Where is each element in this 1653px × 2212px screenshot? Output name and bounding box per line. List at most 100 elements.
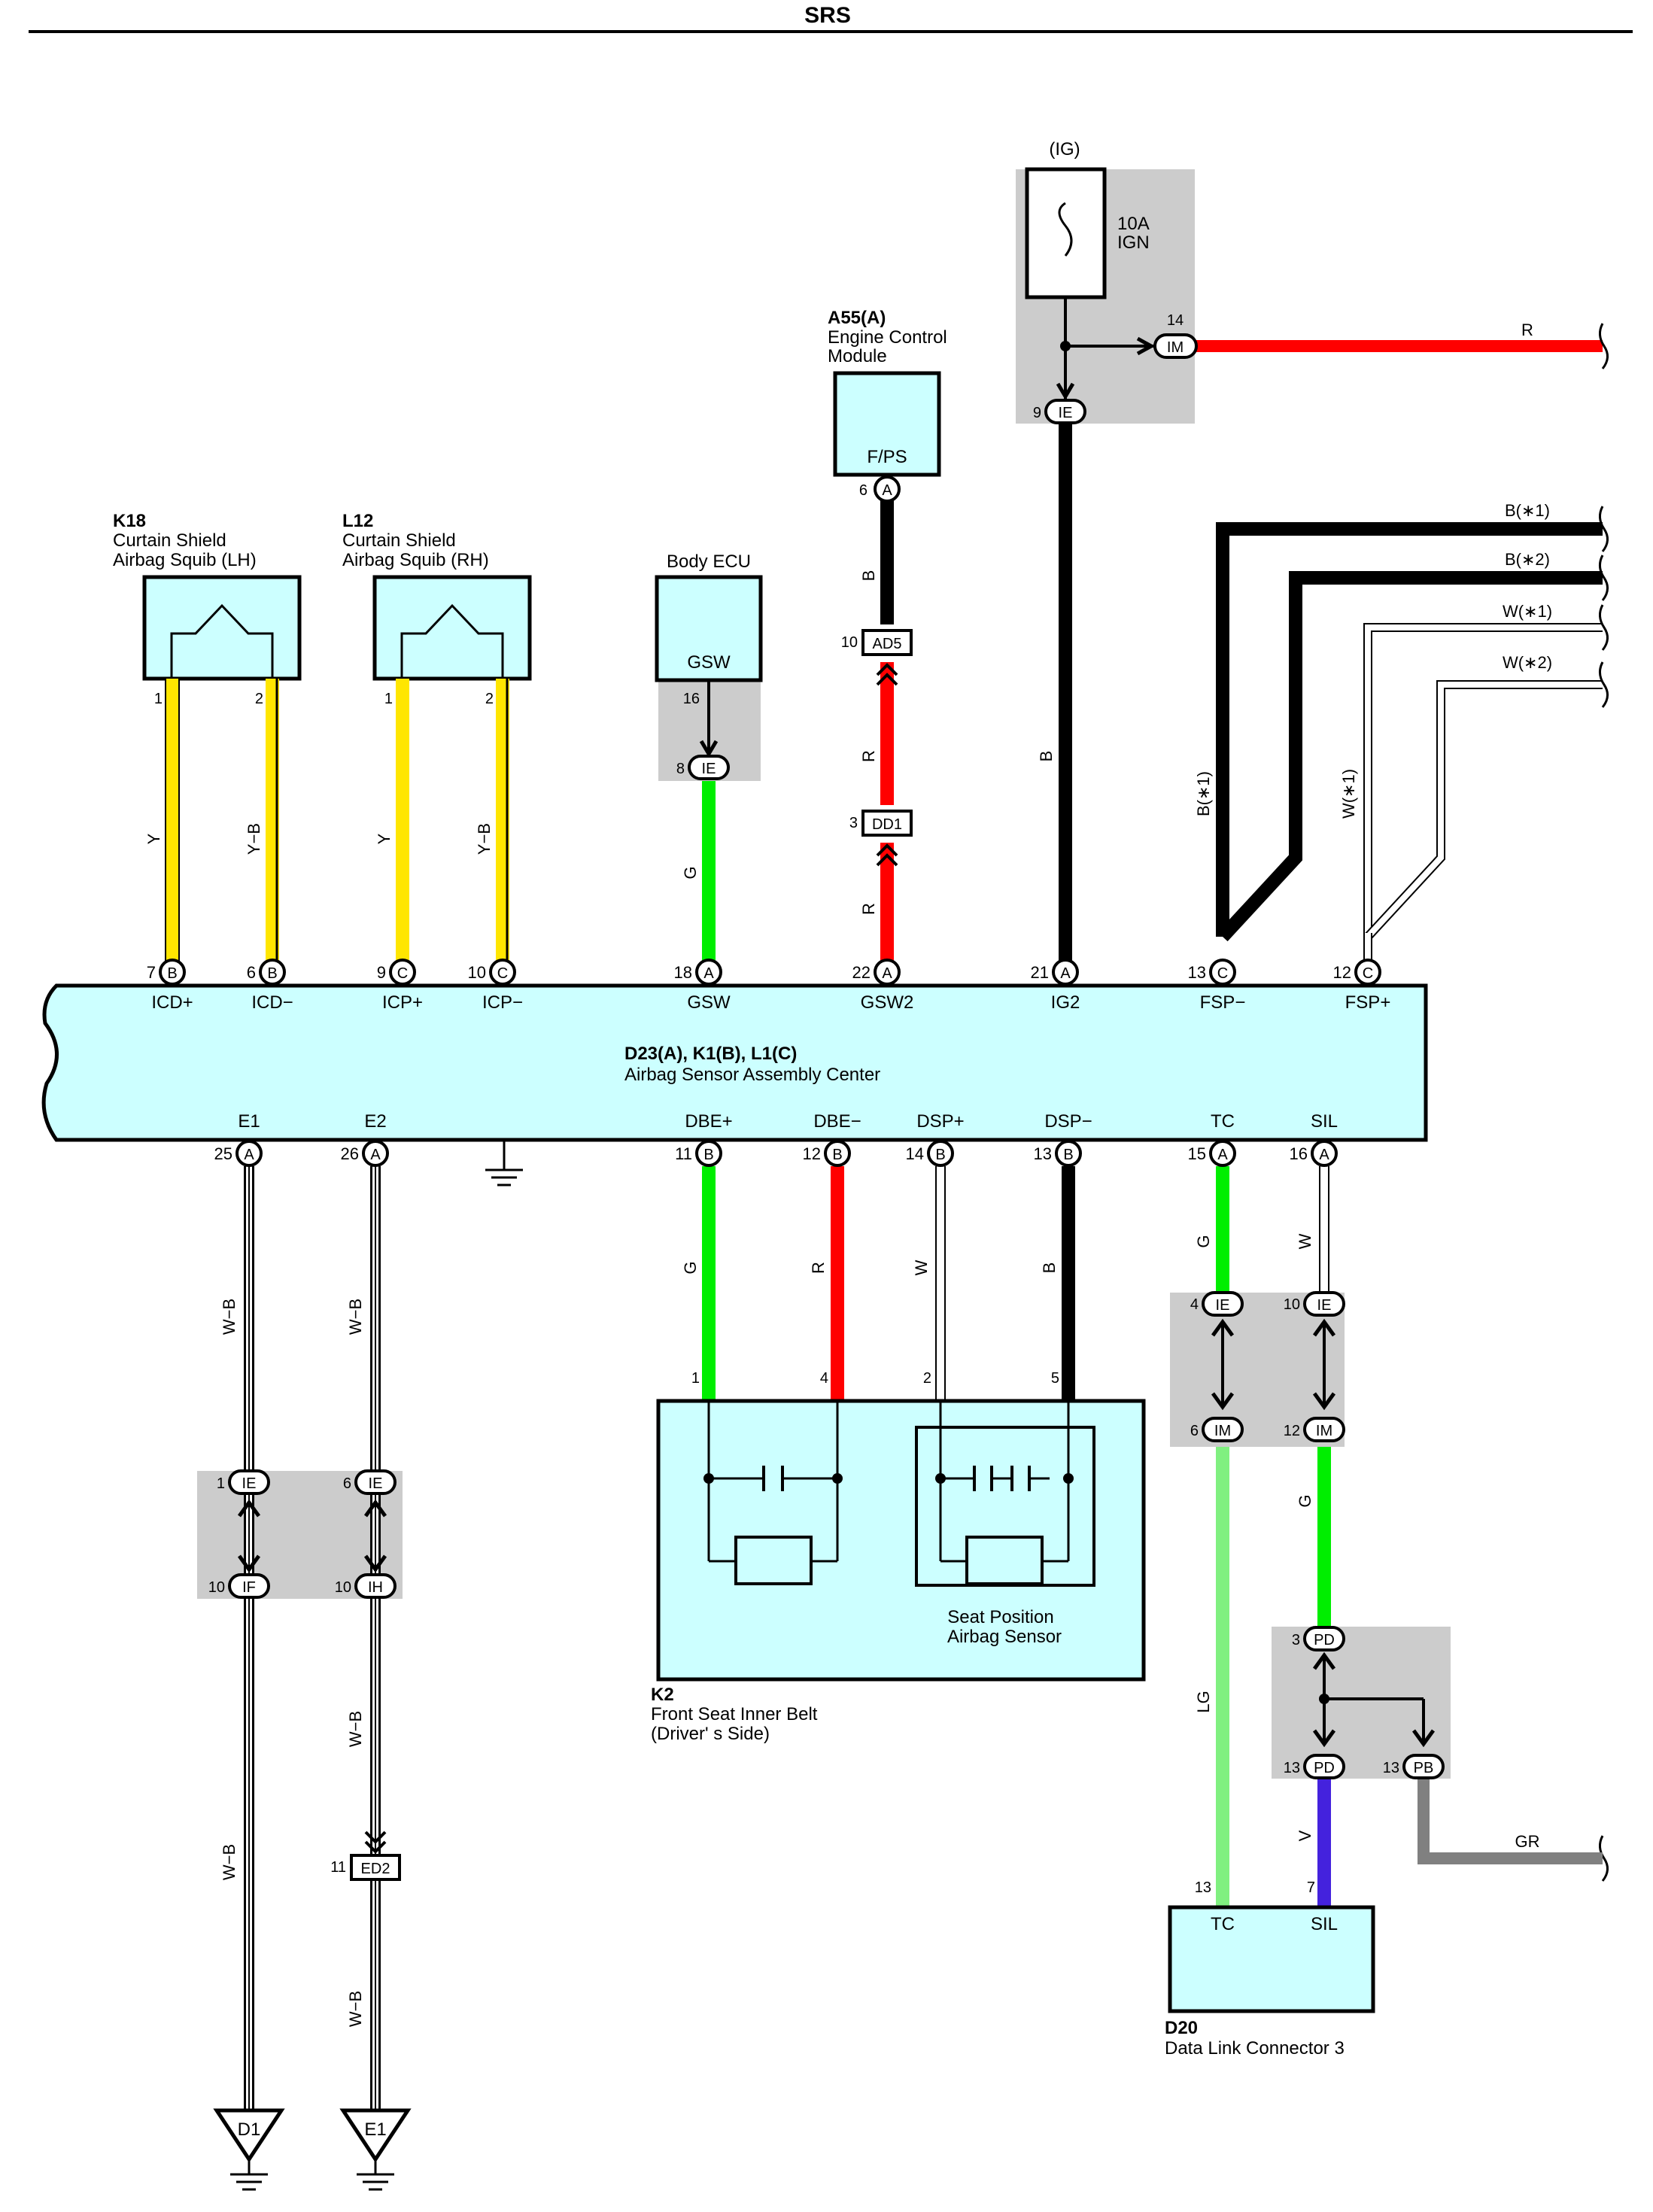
k2-name-2: (Driver' s Side) — [651, 1724, 770, 1744]
l12-squib-symbol — [400, 603, 504, 679]
pin-d20-13: 13 — [1195, 1879, 1211, 1896]
d23-bottom-terminal-conn: A — [244, 1147, 254, 1163]
wl-fsp-b1: B(∗1) — [1194, 771, 1213, 816]
break-w1 — [1599, 604, 1609, 651]
d20-sil: SIL — [1311, 1914, 1338, 1934]
d23-bottom-terminal-pin: 15 — [1188, 1144, 1206, 1163]
conn-ie1 — [228, 1469, 270, 1495]
k2-node-2 — [832, 1473, 843, 1484]
conn-ie10 — [1303, 1291, 1345, 1317]
k2-code: K2 — [651, 1685, 674, 1705]
conn-im6-label: IM — [1214, 1423, 1231, 1439]
conn-ie8-label: IE — [702, 761, 716, 777]
d23-bottom-terminal-pin: 26 — [341, 1144, 359, 1163]
pin-im12: 12 — [1284, 1423, 1300, 1439]
d23-terminal-pin: 9 — [377, 963, 386, 982]
pin-k2-5: 5 — [1051, 1370, 1059, 1387]
arrow-pb13 — [1411, 1729, 1436, 1748]
d23-terminal-circle — [874, 959, 901, 986]
pin-k2-4: 4 — [820, 1370, 828, 1387]
d20-code: D20 — [1165, 2018, 1198, 2038]
conn-pd3 — [1303, 1626, 1345, 1651]
wire-w1-fsp-outline — [1363, 623, 1603, 933]
l12-name-1: Curtain Shield — [342, 530, 456, 551]
d23-bottom-terminal-pin: 11 — [675, 1144, 692, 1163]
d23-terminal-pin: 22 — [852, 963, 871, 982]
d23-terminal-name: FSP− — [1200, 992, 1246, 1013]
d23-bottom-terminal-pin: 14 — [906, 1144, 924, 1163]
arrow-ad5 — [876, 663, 898, 686]
conn-ad5-label: AD5 — [873, 636, 902, 652]
k2-node-3 — [935, 1473, 946, 1484]
arrow-pd13 — [1312, 1729, 1336, 1748]
pin-if10: 10 — [208, 1579, 225, 1596]
l12-squib-box — [372, 575, 532, 681]
k2-node-4 — [1063, 1473, 1074, 1484]
pin-k2-1: 1 — [691, 1370, 700, 1387]
d23-terminal-circle — [159, 959, 186, 986]
a55-code: A55(A) — [828, 308, 886, 328]
wl-e1-wb2: W−B — [220, 1844, 239, 1880]
d23-bottom-terminal-name: DSP+ — [916, 1111, 964, 1132]
wl-e1-wb1: W−B — [220, 1299, 239, 1335]
d23-airbag-sensor-assembly — [41, 983, 1428, 1142]
d23-bottom-terminal-conn: B — [832, 1147, 842, 1163]
d23-terminal-conn: C — [397, 965, 408, 982]
d23-bottom-terminal-conn: A — [370, 1147, 381, 1163]
wl-sil-g: G — [1296, 1494, 1314, 1507]
wl-a55-b: B — [859, 570, 878, 582]
arrow-ie1-if — [237, 1499, 261, 1573]
d23-terminal-circle — [259, 959, 286, 986]
conn-im6 — [1202, 1417, 1244, 1442]
conn-ih10 — [354, 1573, 397, 1599]
conn-a55-6 — [874, 476, 901, 503]
break-gr — [1599, 1835, 1609, 1882]
d23-terminal-name: IG2 — [1051, 992, 1080, 1013]
conn-im14 — [1153, 333, 1198, 359]
d23-terminal-conn: B — [167, 965, 177, 982]
pin-l12-2: 2 — [485, 691, 494, 707]
conn-ie6-label: IE — [369, 1475, 383, 1492]
k2-seat-resistor — [965, 1536, 1044, 1585]
d23-bottom-terminal-circle — [824, 1140, 851, 1167]
conn-ad5 — [861, 629, 913, 656]
pin-k18-2: 2 — [255, 691, 263, 707]
l12-code: L12 — [342, 511, 373, 531]
k2-sub-2: Airbag Sensor — [947, 1627, 1062, 1647]
wl-right-b2: B(∗2) — [1505, 550, 1550, 569]
pin-l12-1: 1 — [384, 691, 393, 707]
break-w2 — [1599, 661, 1609, 708]
conn-pd13-label: PD — [1314, 1760, 1335, 1776]
d23-terminal-pin: 7 — [147, 963, 156, 982]
d23-terminal-circle — [1209, 959, 1236, 986]
d23-terminal-conn: C — [1363, 965, 1373, 982]
d20-box — [1168, 1905, 1375, 2013]
d23-bottom-terminal-name: SIL — [1311, 1111, 1338, 1132]
conn-pd13 — [1303, 1754, 1345, 1779]
d23-bottom-terminals: E1A25E2A26DBE+B11DBE−B12DSP+B14DSP−B13TC… — [214, 1111, 1338, 1167]
wl-tc-g: G — [1194, 1235, 1213, 1247]
pin-a55-6: 6 — [859, 482, 868, 499]
wire-gr — [1418, 1779, 1603, 1864]
arrow-ie8 — [699, 740, 719, 758]
k18-squib-box — [142, 575, 302, 681]
d23-terminal-circle — [389, 959, 416, 986]
wl-a55-r2: R — [859, 903, 878, 915]
wire-w2-fsp-fill — [1366, 682, 1603, 939]
wl-right-b1: B(∗1) — [1505, 501, 1550, 520]
fuse-ig-label: (IG) — [1049, 139, 1080, 160]
conn-ie9-label: IE — [1059, 405, 1073, 421]
conn-dd1-label: DD1 — [872, 816, 902, 833]
arrow-pd3 — [1312, 1651, 1336, 1670]
d23-terminal-name: GSW — [687, 992, 731, 1013]
a55-name-1: Engine Control — [828, 327, 947, 348]
wl-e2-wb2: W−B — [346, 1711, 365, 1747]
pin-ad5: 10 — [841, 634, 858, 651]
